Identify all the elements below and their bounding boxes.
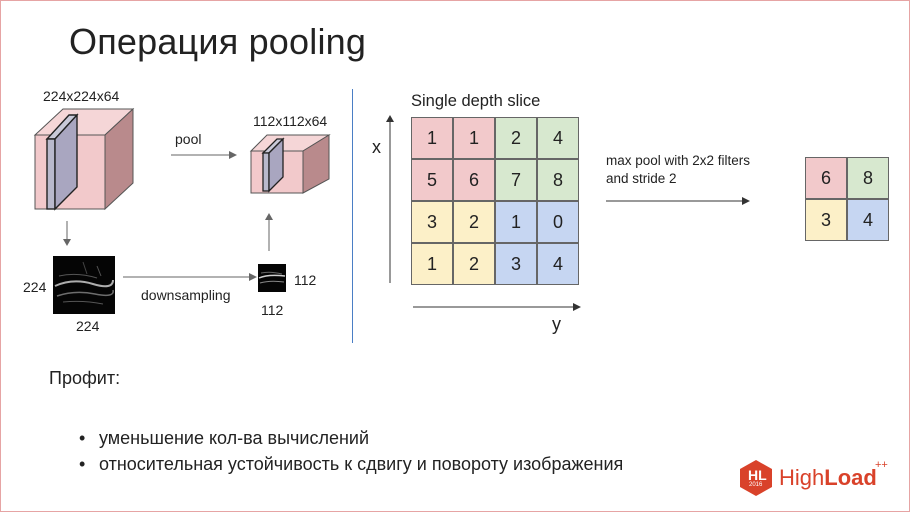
matrix-cell: 3 bbox=[411, 201, 453, 243]
matrix-cell: 4 bbox=[537, 117, 579, 159]
logo-plus: ++ bbox=[875, 459, 888, 471]
matrix-cell: 8 bbox=[537, 159, 579, 201]
matrix-cell: 6 bbox=[805, 157, 847, 199]
matrix-cell: 4 bbox=[537, 243, 579, 285]
matrix-cell: 2 bbox=[453, 201, 495, 243]
up-arrow-icon bbox=[265, 213, 273, 251]
logo-badge-text: HL bbox=[748, 467, 767, 483]
logo-brand: HighLoad bbox=[779, 465, 877, 491]
input-size-bottom: 224 bbox=[76, 318, 100, 334]
matrix-cell: 2 bbox=[495, 117, 537, 159]
operation-arrow-icon bbox=[606, 197, 750, 205]
page-title: Операция pooling bbox=[69, 21, 367, 62]
output-dims-label: 112x112x64 bbox=[253, 113, 328, 129]
list-item: уменьшение кол-ва вычислений bbox=[79, 425, 623, 451]
logo-brand-bold: Load bbox=[824, 465, 877, 490]
profit-label: Профит: bbox=[49, 368, 121, 388]
operation-line2: and stride 2 bbox=[606, 171, 677, 186]
feature-map-image bbox=[53, 256, 115, 314]
down-arrow-icon bbox=[63, 221, 71, 246]
list-item: относительная устойчивость к сдвигу и по… bbox=[79, 451, 623, 477]
matrix-cell: 3 bbox=[805, 199, 847, 241]
matrix-cell: 5 bbox=[411, 159, 453, 201]
matrix-cell: 4 bbox=[847, 199, 889, 241]
matrix-cell: 8 bbox=[847, 157, 889, 199]
output-volume-cube bbox=[249, 134, 331, 194]
divider bbox=[352, 89, 353, 343]
input-dims-label: 224x224x64 bbox=[43, 88, 120, 104]
highload-logo: HL 2016 HighLoad ++ bbox=[739, 459, 899, 499]
y-axis-arrow-icon bbox=[413, 303, 581, 311]
downsampling-arrow-icon bbox=[123, 273, 257, 281]
y-axis-label: y bbox=[552, 314, 561, 334]
benefits-list: уменьшение кол-ва вычислений относительн… bbox=[79, 425, 623, 477]
logo-brand-light: High bbox=[779, 465, 825, 490]
slice-heading: Single depth slice bbox=[411, 92, 541, 110]
output-size-bottom: 112 bbox=[261, 302, 284, 318]
logo-year: 2016 bbox=[749, 482, 763, 488]
matrix-cell: 3 bbox=[495, 243, 537, 285]
output-size-right: 112 bbox=[294, 272, 317, 288]
pooled-feature-map-image bbox=[258, 264, 286, 292]
matrix-cell: 1 bbox=[411, 243, 453, 285]
downsampling-label: downsampling bbox=[141, 287, 231, 303]
x-axis-arrow-icon bbox=[386, 115, 394, 283]
matrix-cell: 1 bbox=[453, 117, 495, 159]
matrix-cell: 2 bbox=[453, 243, 495, 285]
matrix-cell: 1 bbox=[495, 201, 537, 243]
matrix-cell: 6 bbox=[453, 159, 495, 201]
input-size-left: 224 bbox=[23, 279, 47, 295]
hl-badge-icon bbox=[740, 460, 772, 496]
matrix-cell: 0 bbox=[537, 201, 579, 243]
x-axis-label: x bbox=[372, 137, 381, 157]
pool-label: pool bbox=[175, 131, 202, 147]
matrix-cell: 1 bbox=[411, 117, 453, 159]
pool-arrow-icon bbox=[171, 151, 237, 159]
input-volume-cube bbox=[33, 107, 135, 211]
matrix-cell: 7 bbox=[495, 159, 537, 201]
operation-line1: max pool with 2x2 filters bbox=[606, 153, 751, 168]
